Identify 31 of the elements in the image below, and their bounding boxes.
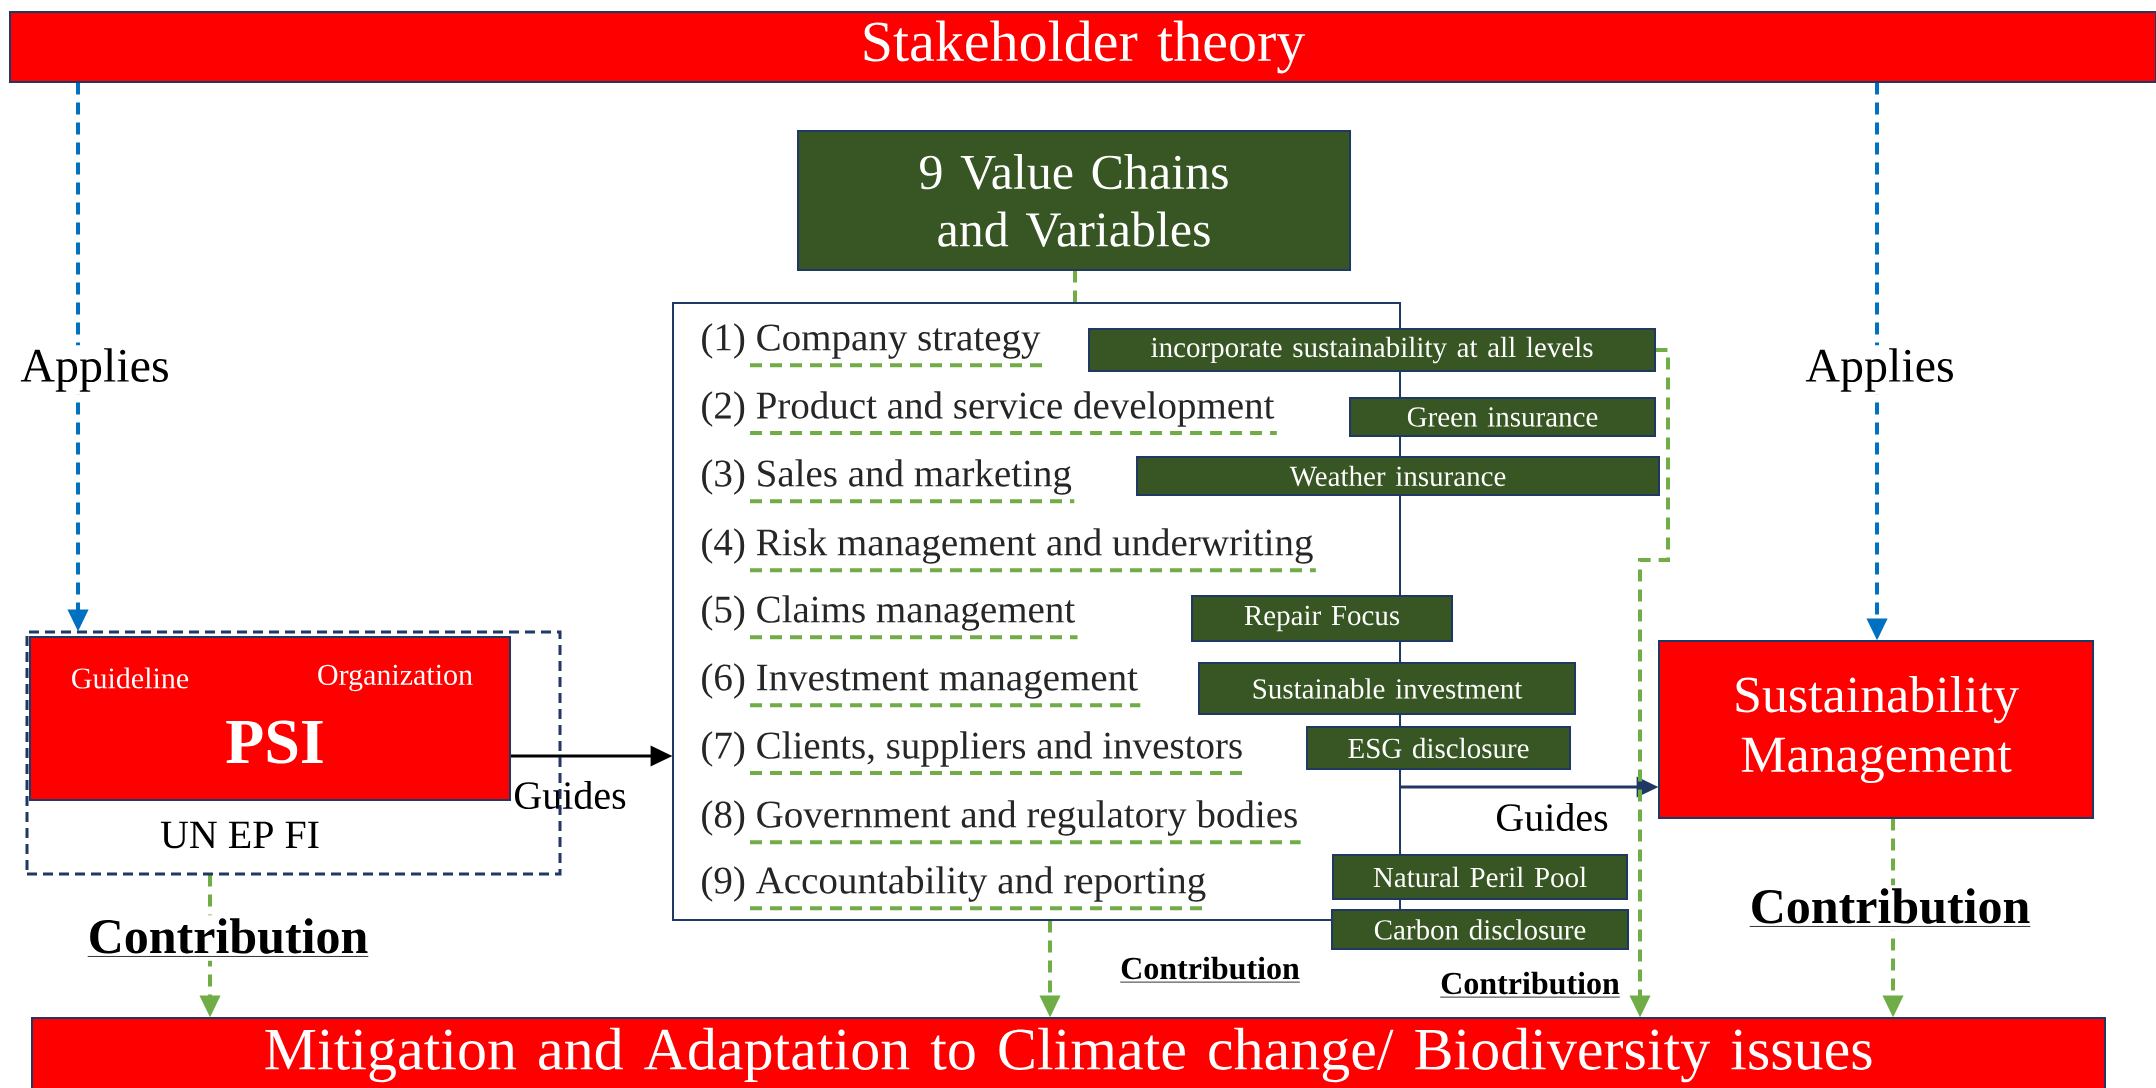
tag-box: Green insurance bbox=[1349, 397, 1656, 437]
tag-box: Natural Peril Pool bbox=[1332, 854, 1628, 900]
tag-box: incorporate sustainability at all levels bbox=[1088, 328, 1656, 372]
edge-label: Applies bbox=[17, 345, 173, 395]
heading-box: 9 Value Chains and Variables bbox=[797, 130, 1351, 271]
tag-box: ESG disclosure bbox=[1306, 726, 1571, 770]
list-item: (6) Investment management bbox=[702, 663, 1141, 708]
list-item: (8) Government and regulatory bodies bbox=[702, 800, 1301, 845]
list-item: (2) Product and service development bbox=[702, 391, 1277, 436]
psi-box: Guideline Organization PSI bbox=[29, 636, 511, 801]
list-item: (5) Claims management bbox=[702, 595, 1078, 640]
edge-label: Contribution bbox=[1746, 885, 2034, 931]
list-item: (9) Accountability and reporting bbox=[702, 866, 1209, 911]
edge-label: Guides bbox=[1492, 799, 1612, 835]
frame-text: UN EP FI bbox=[160, 821, 319, 849]
list-item: (3) Sales and marketing bbox=[702, 459, 1075, 504]
edge-label: Contribution bbox=[84, 915, 372, 961]
edge-label: Contribution bbox=[1117, 953, 1303, 987]
tag-box: Sustainable investment bbox=[1198, 662, 1576, 715]
sustainability-box: Sustainability Management bbox=[1658, 640, 2095, 819]
list-item: (1) Company strategy bbox=[702, 323, 1043, 368]
title-bar: Stakeholder theory bbox=[9, 11, 2156, 83]
edge-label: Applies bbox=[1802, 345, 1958, 395]
bottom-bar: Mitigation and Adaptation to Climate change/ Biodiversity issues bbox=[31, 1017, 2107, 1088]
edge-label: Contribution bbox=[1437, 968, 1623, 1002]
edge-label: Guides bbox=[510, 777, 630, 813]
tag-box: Weather insurance bbox=[1136, 456, 1660, 496]
tag-box: Carbon disclosure bbox=[1331, 909, 1629, 950]
list-item: (4) Risk management and underwriting bbox=[702, 528, 1316, 573]
tag-box: Repair Focus bbox=[1191, 595, 1453, 642]
list-item: (7) Clients, suppliers and investors bbox=[702, 731, 1246, 776]
